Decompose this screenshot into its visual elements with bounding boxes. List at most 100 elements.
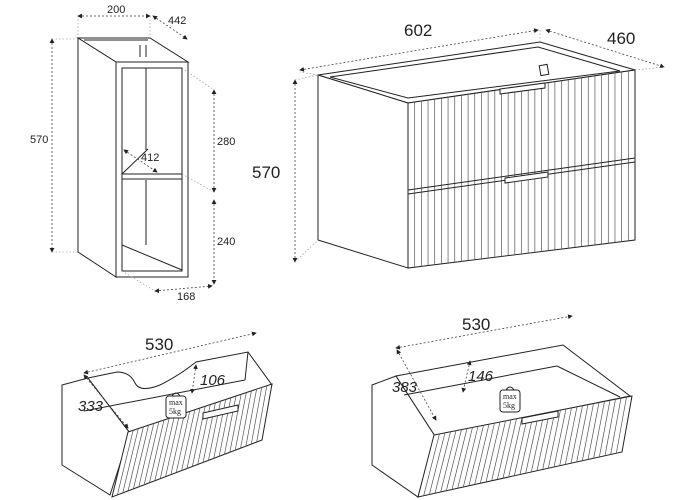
dim-line-depth <box>152 15 188 40</box>
flute-line <box>564 406 578 465</box>
flute-line <box>491 420 506 481</box>
flute-line <box>570 405 583 464</box>
flute-line <box>457 427 473 489</box>
dim-main-height: 570 <box>252 163 280 182</box>
weight-value-label: 5kg <box>169 407 181 416</box>
flute-line <box>615 397 627 454</box>
flute-line <box>423 433 440 496</box>
dim-lower-drawer-height: 146 <box>468 368 494 385</box>
flute-line <box>474 424 490 485</box>
flute-line <box>159 416 175 479</box>
drawer-divider <box>407 157 636 191</box>
flute-line <box>170 413 185 475</box>
flute-line <box>149 419 165 483</box>
flute-line <box>245 389 257 447</box>
flute-line <box>559 407 572 466</box>
dim-side-height: 570 <box>30 134 48 146</box>
upper-drawer-fluting <box>117 385 268 496</box>
dim-line-upper-drawer-width <box>83 331 257 375</box>
flute-line <box>175 411 191 473</box>
flute-line <box>133 425 149 489</box>
dim-side-depth: 442 <box>168 15 186 27</box>
flute-line <box>181 409 196 471</box>
flute-line <box>513 416 528 476</box>
main-cabinet-fluting <box>414 70 629 268</box>
flute-line <box>462 426 479 488</box>
flute-line <box>547 410 561 469</box>
side-cabinet-drawing: 200 442 570 280 240 412 168 <box>30 4 235 303</box>
dim-line-upper-drawer-height <box>190 364 198 394</box>
flute-line <box>479 423 495 484</box>
flute-line <box>468 425 484 486</box>
flute-line <box>122 428 139 494</box>
lower-drawer-drawing: 530 383 146 max 5kg <box>371 314 633 498</box>
dim-lower-drawer-width: 530 <box>462 315 490 334</box>
lower-drawer-handle-detail <box>521 410 559 425</box>
dim-upper-drawer-width: 530 <box>145 335 173 354</box>
dim-line-lower-drawer-height <box>461 360 472 393</box>
dim-line-main-width <box>299 28 539 72</box>
dim-upper-drawer-height: 106 <box>200 372 226 389</box>
dim-line-lower-drawer-width <box>395 314 573 350</box>
weight-max-label: max <box>503 392 517 401</box>
dim-side-width: 200 <box>107 4 125 16</box>
flute-line <box>587 402 600 460</box>
side-cabinet-side <box>77 37 117 278</box>
flute-line <box>445 429 462 491</box>
flute-line <box>127 426 144 491</box>
flute-line <box>581 403 594 461</box>
flute-line <box>154 418 170 481</box>
flute-line <box>598 400 611 458</box>
flute-line <box>576 404 589 463</box>
dim-line-lower-drawer-depth <box>396 349 437 421</box>
dim-main-width: 602 <box>404 21 432 40</box>
flute-line <box>117 430 134 496</box>
lower-drawer-fluting <box>423 397 627 496</box>
dim-line-inner <box>154 283 213 294</box>
flute-line <box>536 412 550 471</box>
flute-line <box>525 414 539 474</box>
flute-line <box>165 414 180 477</box>
flute-line <box>434 431 451 494</box>
dim-main-depth: 460 <box>607 29 635 48</box>
upper-drawer-handle-detail <box>202 404 239 420</box>
dim-upper-compartment: 280 <box>217 136 235 148</box>
weight-max-label: max <box>169 398 183 407</box>
flute-line <box>485 421 501 483</box>
weight-icon: max 5kg <box>165 392 187 419</box>
weight-icon: max 5kg <box>499 386 521 413</box>
flute-line <box>138 423 155 487</box>
flute-line <box>553 408 567 468</box>
dim-line-shelf <box>123 149 158 173</box>
lower-drawer-handle <box>504 171 549 184</box>
dim-lower-drawer-depth: 383 <box>392 379 418 396</box>
dim-line-main-depth <box>545 28 665 69</box>
upper-drawer-drawing: 530 333 106 max 5kg <box>61 331 273 498</box>
flute-line <box>143 421 160 485</box>
flute-line <box>440 430 457 493</box>
flute-line <box>610 398 622 455</box>
dim-inner-width: 168 <box>177 291 195 303</box>
flute-line <box>542 411 556 470</box>
flute-line <box>250 387 263 445</box>
flute-line <box>593 401 605 459</box>
flute-line <box>451 428 468 490</box>
flute-line <box>604 399 616 456</box>
flute-line <box>496 419 512 480</box>
flute-line <box>186 407 201 469</box>
upper-drawer-handle <box>499 82 546 95</box>
flute-line <box>240 390 252 449</box>
flute-line <box>508 417 523 478</box>
dim-line-upper-drawer-depth <box>83 374 129 429</box>
flute-line <box>229 394 242 453</box>
main-cabinet-side <box>317 74 409 269</box>
weight-value-label: 5kg <box>503 401 515 410</box>
flute-line <box>256 385 268 443</box>
flute-line <box>502 418 517 479</box>
dim-lower-compartment: 240 <box>217 236 235 248</box>
dim-shelf-depth: 412 <box>141 152 159 164</box>
flute-line <box>519 415 534 475</box>
flute-line <box>530 413 545 473</box>
